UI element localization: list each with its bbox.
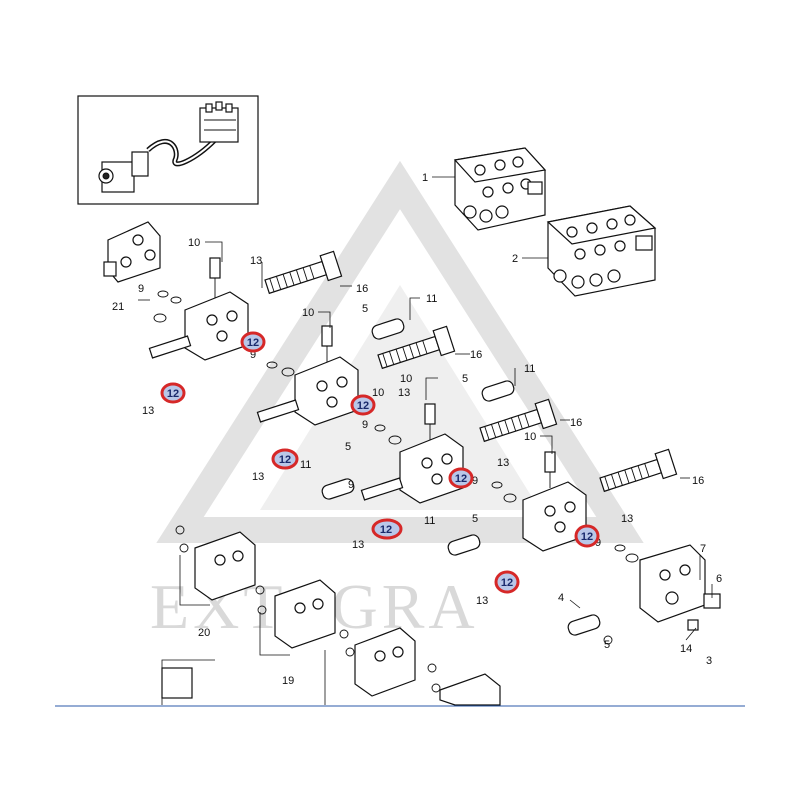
label-10c: 10 [400,373,412,385]
label-9e: 9 [472,475,478,487]
label-16a: 16 [356,283,368,295]
part-number-labels: 1 2 3 4 5 5 5 5 5 6 7 9 9 9 9 9 9 10 10 … [112,172,722,687]
label-5a: 5 [362,303,368,315]
label-13f: 13 [497,457,509,469]
label-13b: 13 [142,405,154,417]
label-5e: 5 [604,639,610,651]
callout-12-b[interactable]: 12 [160,382,186,404]
label-13c: 13 [252,471,264,483]
label-13a: 13 [250,255,262,267]
label-16c: 16 [570,417,582,429]
lower-sections [161,531,501,706]
inlet-block [639,544,721,631]
callout-12-h-text: 12 [501,577,513,589]
label-9b: 9 [250,349,256,361]
callout-12-d-text: 12 [279,454,291,466]
label-3: 3 [706,655,712,667]
valve-section-d [522,451,587,552]
label-19: 19 [282,675,294,687]
label-5c: 5 [462,373,468,385]
label-10b: 10 [302,307,314,319]
label-11d: 11 [424,515,435,527]
label-13g: 13 [476,595,488,607]
valve-section-c [360,403,464,504]
label-13e: 13 [352,539,364,551]
callout-12-f-text: 12 [380,524,392,536]
label-13d: 13 [398,387,410,399]
label-6: 6 [716,573,722,585]
valve-section-a [148,257,249,361]
label-13h: 13 [621,513,633,525]
label-1: 1 [422,172,428,184]
callout-12-f[interactable]: 12 [371,518,403,540]
label-10e: 10 [524,431,536,443]
inset-overview [77,95,259,205]
label-9c: 9 [348,479,354,491]
valve-assembly-2 [546,205,657,297]
label-10d: 10 [372,387,384,399]
label-9a: 9 [138,283,144,295]
valve-section-b [256,325,359,426]
label-10a: 10 [188,237,200,249]
spring-assemblies [264,250,678,493]
cartridges [321,318,601,636]
label-14: 14 [680,643,692,655]
callout-12-e[interactable]: 12 [448,467,474,489]
label-9f: 9 [595,537,601,549]
label-21: 21 [112,301,124,313]
label-11a: 11 [426,293,437,305]
callout-12-g[interactable]: 12 [574,524,600,548]
label-5d: 5 [472,513,478,525]
label-4: 4 [558,592,564,604]
seal-rings [153,290,639,693]
label-20: 20 [198,627,210,639]
callout-12-a-text: 12 [247,337,259,349]
callout-12-a[interactable]: 12 [240,331,266,353]
callout-12-d[interactable]: 12 [271,448,299,470]
label-16d: 16 [692,475,704,487]
label-2: 2 [512,253,518,265]
label-5b: 5 [345,441,351,453]
label-7: 7 [700,543,706,555]
label-11c: 11 [300,459,311,471]
callout-12-e-text: 12 [455,473,467,485]
leader-lines [138,176,713,641]
label-16b: 16 [470,349,482,361]
callout-12-c-text: 12 [357,400,369,412]
callout-12-b-text: 12 [167,388,179,400]
label-9d: 9 [362,419,368,431]
label-11b: 11 [524,363,535,375]
valve-assembly-1 [453,147,547,231]
end-plate-21 [103,221,161,283]
callout-12-h[interactable]: 12 [494,570,520,594]
highlight-callouts: 12 12 12 12 12 12 12 12 [160,331,600,594]
callout-12-g-text: 12 [581,531,593,543]
callout-12-c[interactable]: 12 [350,394,376,416]
